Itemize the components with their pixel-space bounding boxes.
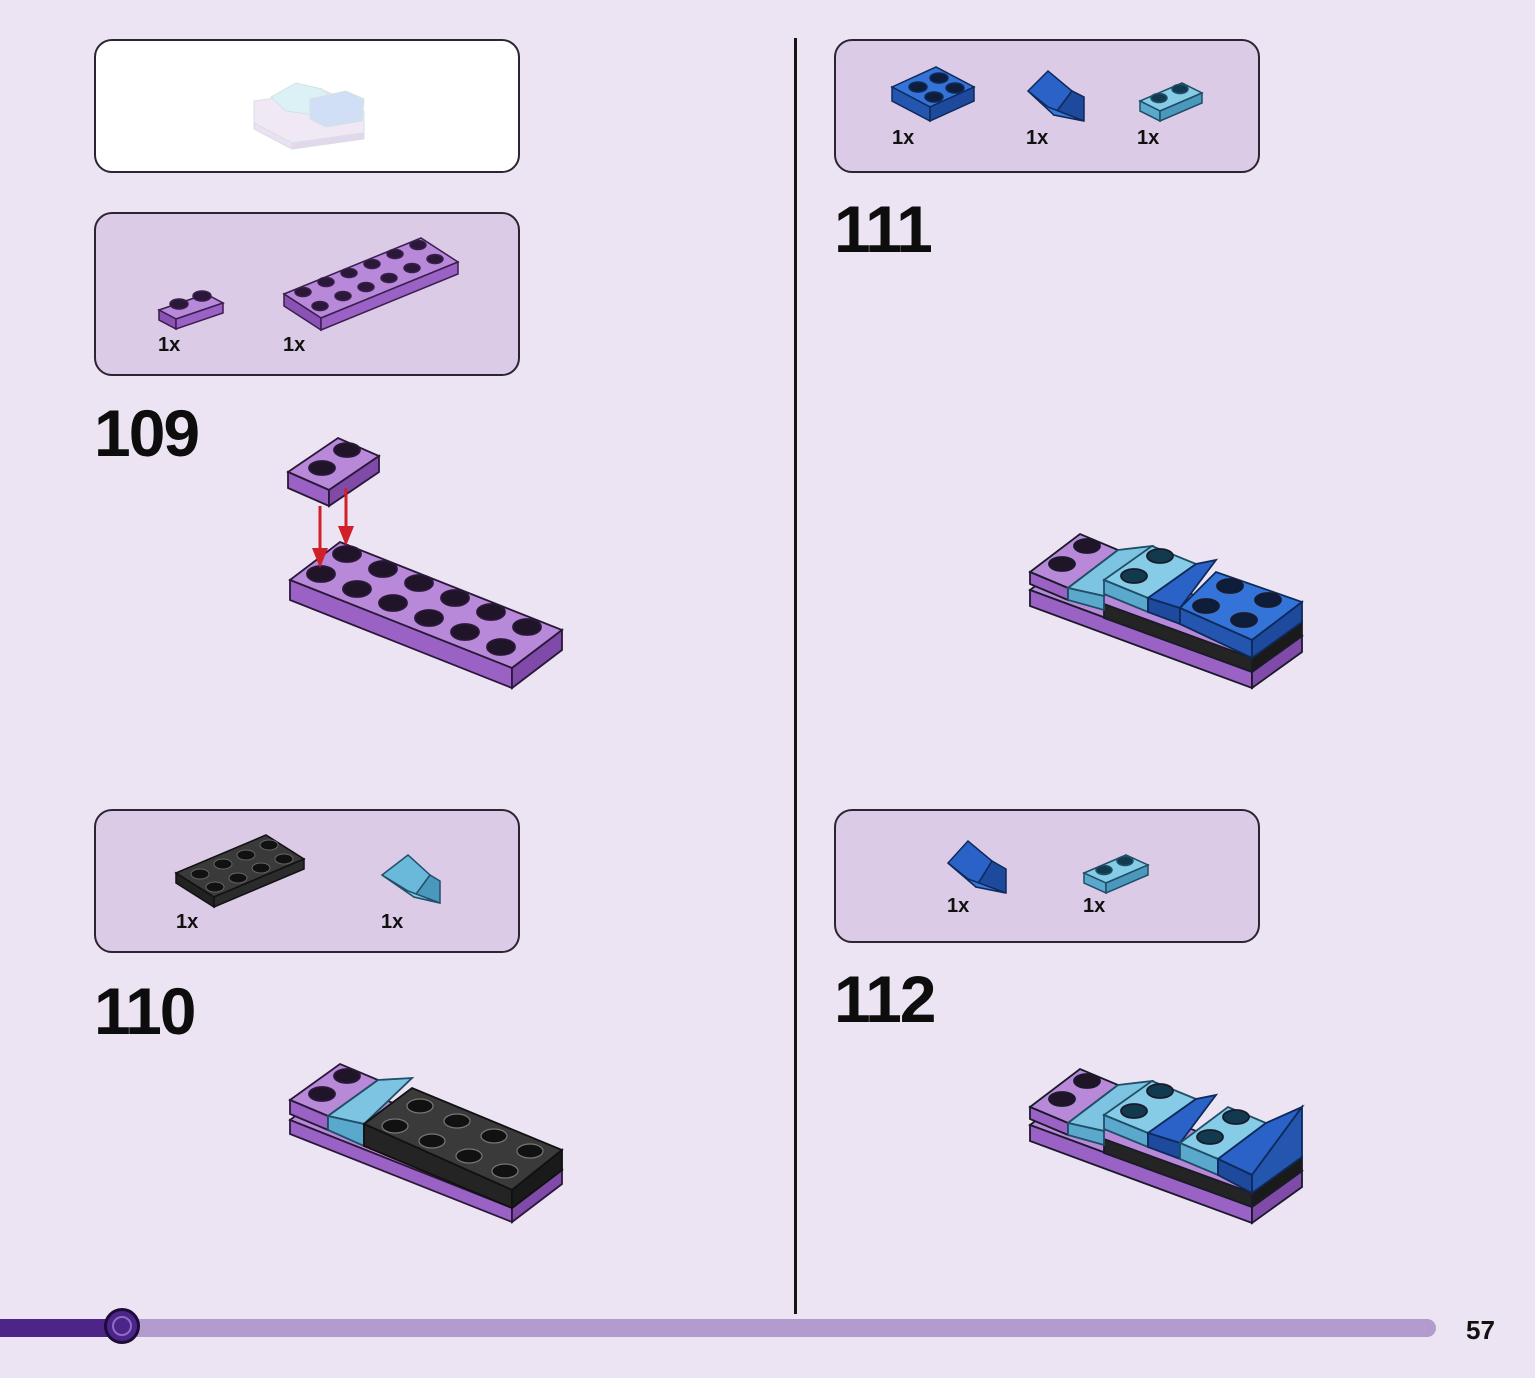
callout-parts-step-109: 1x 1x [94,212,520,376]
ghost-model-icon [253,82,365,150]
progress-knob [104,1308,140,1344]
step-110-model [288,1062,564,1224]
part-quantity: 1x [1083,895,1106,917]
part-quantity: 1x [158,334,181,356]
part-quantity: 1x [176,911,199,933]
step-number-111: 111 [834,192,933,266]
callout-previous-model [94,39,520,173]
part-quantity: 1x [283,334,306,356]
step-number-110: 110 [94,974,196,1048]
part-quantity: 1x [381,911,404,933]
part-quantity: 1x [947,895,970,917]
callout-parts-step-112: 1x 1x [834,809,1260,943]
light-blue-plate-1x2-icon [1138,82,1204,123]
purple-plate-2x6-icon [282,237,460,332]
step-number-109: 109 [94,396,200,470]
blue-slope-icon [946,839,1007,894]
light-blue-plate-1x2-icon [1082,854,1150,895]
step-111-model [1028,532,1304,690]
purple-plate-1x2-icon [157,290,225,331]
light-blue-slope-icon [380,854,441,904]
page-number: 57 [1466,1315,1495,1345]
blue-plate-2x2-icon [890,66,976,123]
part-quantity: 1x [1137,127,1160,149]
step-112-model [1028,1067,1305,1225]
column-divider [794,38,797,1314]
progress-track [0,1319,1436,1337]
progress-fill [0,1319,122,1337]
blue-slope-icon [1026,69,1085,122]
step-number-112: 112 [834,962,936,1036]
step-109-model [286,436,564,690]
part-quantity: 1x [892,127,915,149]
insertion-arrow-icon [312,488,354,568]
callout-parts-step-110: 1x 1x [94,809,520,953]
black-plate-2x4-icon [174,834,306,909]
part-quantity: 1x [1026,127,1049,149]
callout-parts-step-111: 1x 1x 1x [834,39,1260,173]
